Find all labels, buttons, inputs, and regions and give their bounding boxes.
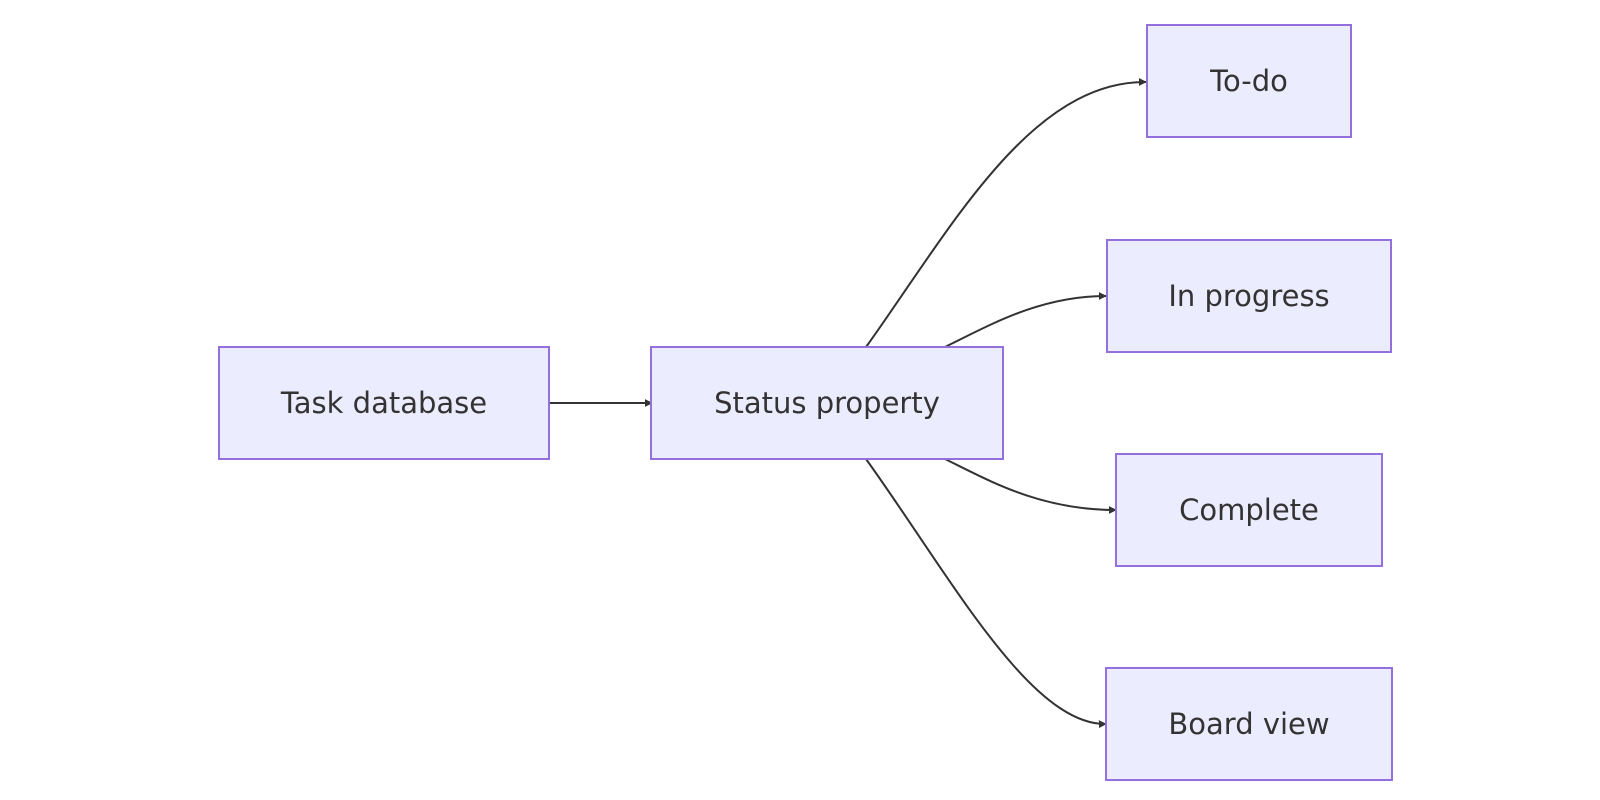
node-complete-label: Complete	[1179, 493, 1319, 527]
edge-status-property-to-todo	[865, 77, 1147, 348]
node-complete: Complete	[1115, 453, 1383, 567]
edge-status-property-to-complete	[944, 458, 1117, 514]
node-board-view-label: Board view	[1168, 707, 1329, 741]
node-board-view: Board view	[1105, 667, 1393, 781]
edge-status-property-to-in-progress	[944, 292, 1107, 348]
node-in-progress-label: In progress	[1168, 279, 1329, 313]
node-status-property-label: Status property	[714, 386, 940, 420]
node-todo: To-do	[1146, 24, 1352, 138]
node-task-database-label: Task database	[280, 386, 487, 420]
edges	[550, 77, 1147, 729]
node-in-progress: In progress	[1106, 239, 1392, 353]
node-status-property: Status property	[650, 346, 1004, 460]
node-task-database: Task database	[218, 346, 550, 460]
edge-status-property-to-board-view	[865, 458, 1107, 729]
node-todo-label: To-do	[1209, 64, 1288, 98]
